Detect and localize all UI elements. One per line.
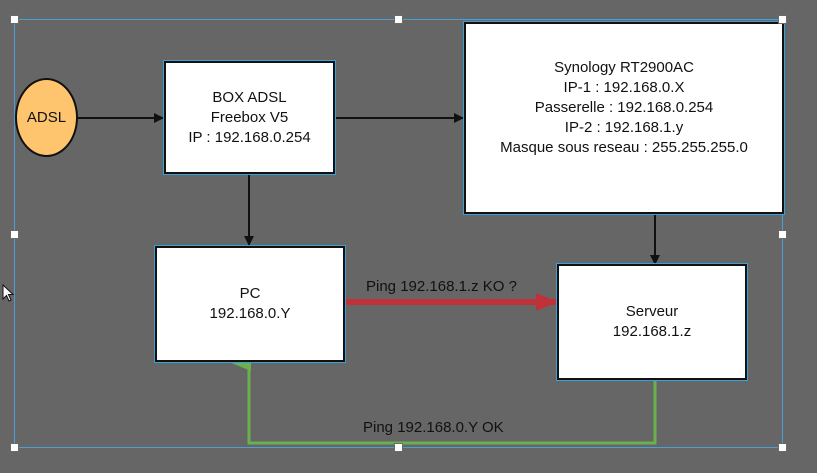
node-box-line-2: Freebox V5 (210, 108, 289, 126)
node-serveur-line-1: Serveur (625, 303, 679, 320)
node-box-line-3: IP : 192.168.0.254 (188, 128, 311, 146)
node-pc-line-1: PC (239, 285, 261, 302)
resize-handle-bottom[interactable] (394, 443, 403, 452)
edge-ping-ok-label: Ping 192.168.0.Y OK (361, 419, 506, 437)
resize-handle-left[interactable] (10, 230, 19, 239)
node-pc[interactable]: PC 192.168.0.Y (155, 246, 345, 362)
node-pc-line-2: 192.168.0.Y (209, 305, 291, 322)
resize-handle-bottom-left[interactable] (10, 443, 19, 452)
node-synology-line-2: IP-1 : 192.168.0.X (563, 79, 685, 96)
node-synology-line-1: Synology RT2900AC (554, 59, 694, 76)
node-serveur-line-2: 192.168.1.z (612, 323, 692, 340)
resize-handle-bottom-right[interactable] (778, 443, 787, 452)
node-serveur[interactable]: Serveur 192.168.1.z (557, 264, 747, 380)
node-synology-line-5: Masque sous reseau : 255.255.255.0 (500, 139, 748, 156)
node-adsl[interactable]: ADSL (15, 78, 78, 157)
node-box-adsl[interactable]: BOX ADSL Freebox V5 IP : 192.168.0.254 (164, 61, 335, 174)
resize-handle-top-left[interactable] (10, 15, 19, 24)
edge-ping-ok[interactable] (229, 353, 657, 445)
node-synology-line-4: IP-2 : 192.168.1.y (564, 119, 684, 136)
node-synology-line-3: Passerelle : 192.168.0.254 (534, 99, 714, 116)
resize-handle-top[interactable] (394, 15, 403, 24)
mouse-pointer-icon (2, 284, 15, 302)
resize-handle-right[interactable] (778, 230, 787, 239)
edge-ping-ko-label: Ping 192.168.1.z KO ? (364, 278, 519, 296)
resize-handle-top-right[interactable] (778, 15, 787, 24)
node-box-line-1: BOX ADSL (212, 88, 287, 106)
node-adsl-label: ADSL (26, 109, 67, 126)
node-synology[interactable]: Synology RT2900AC IP-1 : 192.168.0.X Pas… (464, 22, 784, 214)
